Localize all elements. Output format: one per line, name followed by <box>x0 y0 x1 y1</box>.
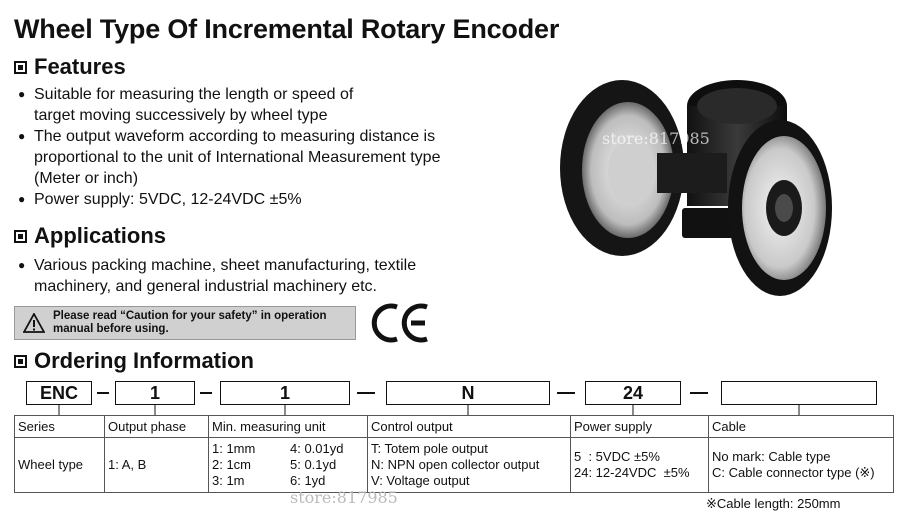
cable-option: C: Cable connector type (※) <box>712 465 875 480</box>
list-item-text: machinery, and general industrial machin… <box>34 278 377 295</box>
warning-icon <box>23 313 45 333</box>
code-box-control-output: N <box>386 381 550 405</box>
list-item-text: Power supply: 5VDC, 12-24VDC ±5% <box>34 191 302 208</box>
bullet-icon: ● <box>18 87 26 101</box>
bullet-icon: ● <box>18 258 26 272</box>
code-box-cable <box>721 381 877 405</box>
power-option: 5 : 5VDC ±5% <box>574 449 660 464</box>
control-option: T: Totem pole output <box>371 441 488 456</box>
header-power-supply: Power supply <box>570 415 709 438</box>
header-series: Series <box>14 415 105 438</box>
code-connectors <box>58 405 800 415</box>
cable-option: No mark: Cable type <box>712 449 831 464</box>
encoder-product-image: store:817985 <box>560 80 832 296</box>
watermark: store:817985 <box>602 129 710 148</box>
applications-list: ● Various packing machine, sheet manufac… <box>18 255 416 297</box>
code-dash <box>557 392 575 394</box>
code-box-min-unit: 1 <box>220 381 350 405</box>
code-box-series: ENC <box>26 381 92 405</box>
ce-mark-icon <box>371 303 428 343</box>
bullet-icon: ● <box>18 192 26 206</box>
square-bullet-icon <box>14 60 27 74</box>
cell-power-supply: 5 : 5VDC ±5% 24: 12-24VDC ±5% <box>570 437 709 493</box>
unit-option: 3: 1m <box>212 473 245 488</box>
applications-heading: Applications <box>14 223 166 249</box>
ordering-heading: Ordering Information <box>14 348 254 374</box>
unit-option: 2: 1cm <box>212 457 252 472</box>
list-item: ● Power supply: 5VDC, 12-24VDC ±5% <box>18 189 440 210</box>
table-header-row: Series Output phase Min. measuring unit … <box>14 415 894 438</box>
list-item-text: (Meter or inch) <box>34 170 139 187</box>
header-control-output: Control output <box>367 415 571 438</box>
cell-control-output: T: Totem pole output N: NPN open collect… <box>367 437 571 493</box>
list-item-text: The output waveform according to measuri… <box>34 128 436 145</box>
power-option: 24: 12-24VDC ±5% <box>574 465 690 480</box>
page-title: Wheel Type Of Incremental Rotary Encoder <box>14 14 560 44</box>
caution-text: Please read “Caution for your safety” in… <box>53 310 327 322</box>
ordering-heading-label: Ordering Information <box>34 348 254 373</box>
square-bullet-icon <box>14 229 27 243</box>
cell-series: Wheel type <box>14 437 105 493</box>
header-cable: Cable <box>708 415 894 438</box>
code-dash <box>357 392 375 394</box>
list-item-text: Suitable for measuring the length or spe… <box>34 86 354 103</box>
list-item-text: target moving successively by wheel type <box>34 107 328 124</box>
cell-output-phase: 1: A, B <box>104 437 209 493</box>
applications-heading-label: Applications <box>34 223 167 248</box>
unit-option: 6: 1yd <box>290 473 326 488</box>
code-box-output-phase: 1 <box>115 381 195 405</box>
code-box-power-supply: 24 <box>585 381 681 405</box>
table-row: Wheel type 1: A, B 1: 1mm 4: 0.01yd 2: 1… <box>14 437 894 493</box>
features-heading: Features <box>14 54 126 80</box>
watermark: store:817985 <box>290 488 398 507</box>
code-dash <box>200 392 212 394</box>
control-option: V: Voltage output <box>371 473 470 488</box>
features-list: ● Suitable for measuring the length or s… <box>18 84 440 210</box>
code-dash <box>690 392 708 394</box>
list-item-text: proportional to the unit of Internationa… <box>34 149 441 166</box>
cable-note: ※Cable length: 250mm <box>706 496 841 511</box>
cell-cable: No mark: Cable type C: Cable connector t… <box>708 437 894 493</box>
list-item: ● Suitable for measuring the length or s… <box>18 84 440 126</box>
bullet-icon: ● <box>18 129 26 143</box>
ordering-table: Series Output phase Min. measuring unit … <box>14 415 894 493</box>
control-option: N: NPN open collector output <box>371 457 540 472</box>
code-dash <box>97 392 109 394</box>
cell-min-unit: 1: 1mm 4: 0.01yd 2: 1cm 5: 0.1yd 3: 1m 6… <box>208 437 368 493</box>
list-item: ● The output waveform according to measu… <box>18 126 440 189</box>
list-item: ● Various packing machine, sheet manufac… <box>18 255 416 297</box>
header-min-unit: Min. measuring unit <box>208 415 368 438</box>
list-item-text: Various packing machine, sheet manufactu… <box>34 257 417 274</box>
unit-option: 4: 0.01yd <box>290 441 344 456</box>
caution-text: manual before using. <box>53 323 169 335</box>
square-bullet-icon <box>14 354 27 368</box>
unit-option: 1: 1mm <box>212 441 256 456</box>
header-output-phase: Output phase <box>104 415 209 438</box>
unit-option: 5: 0.1yd <box>290 457 337 472</box>
caution-banner: Please read “Caution for your safety” in… <box>14 306 356 340</box>
features-heading-label: Features <box>34 54 126 79</box>
